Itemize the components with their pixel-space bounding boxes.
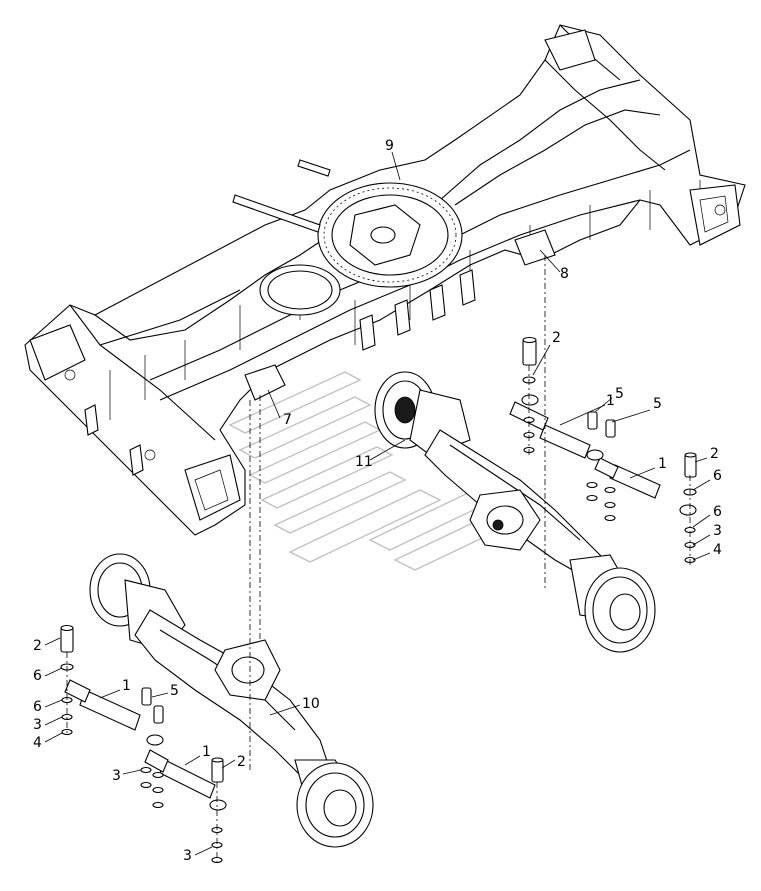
callout-7: 7 (283, 412, 292, 428)
upper-axle (374, 371, 697, 653)
callout-6-upper-b: 6 (713, 504, 722, 520)
callout-1-lower-b: 1 (202, 744, 211, 760)
callout-8: 8 (560, 266, 569, 282)
callout-3-lower-b: 3 (112, 768, 121, 784)
callout-6-upper-a: 6 (713, 468, 722, 484)
callout-2-upper-b: 2 (710, 446, 719, 462)
callout-4-upper: 4 (713, 542, 722, 558)
callout-labels: 9 8 7 11 2 1 5 5 2 1 6 6 3 4 10 2 6 1 5 … (33, 138, 722, 864)
callout-3-lower-a: 3 (33, 717, 42, 733)
callout-6-lower-b: 6 (33, 699, 42, 715)
callout-5-upper-a: 5 (615, 386, 624, 402)
callout-2-upper-a: 2 (552, 330, 561, 346)
callout-5-upper-b: 5 (653, 396, 662, 412)
callout-2-lower-a: 2 (33, 638, 42, 654)
callout-11: 11 (355, 454, 373, 470)
lower-axle (64, 553, 374, 848)
callout-3-upper: 3 (713, 523, 722, 539)
callout-3-lower-c: 3 (183, 848, 192, 864)
callout-9: 9 (385, 138, 394, 154)
callout-2-lower-b: 2 (237, 754, 246, 770)
leader-lines (44, 151, 711, 856)
callout-1-upper-a: 1 (606, 393, 615, 409)
main-frame (24, 24, 746, 536)
callout-1-upper-b: 1 (658, 456, 667, 472)
callout-5-lower: 5 (170, 683, 179, 699)
fasteners (60, 336, 697, 864)
callout-4-lower: 4 (33, 735, 42, 751)
callout-1-lower-a: 1 (122, 678, 131, 694)
alignment-lines (66, 255, 691, 862)
callout-6-lower-a: 6 (33, 668, 42, 684)
callout-10: 10 (302, 696, 320, 712)
